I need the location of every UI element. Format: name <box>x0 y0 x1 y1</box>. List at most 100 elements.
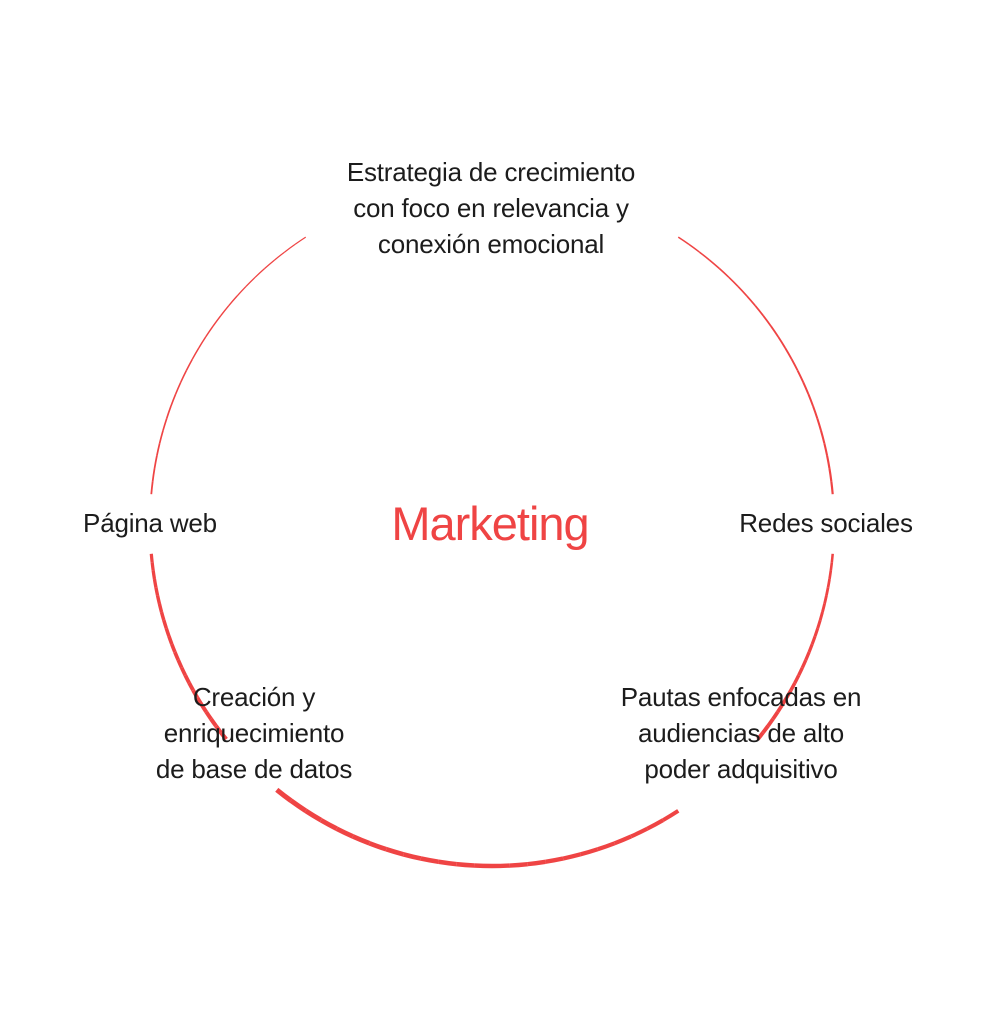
arc-bottom-left <box>151 554 152 562</box>
arc-right-bottom <box>825 596 827 604</box>
arc-left-top <box>160 431 163 444</box>
arc-left-top <box>213 316 221 326</box>
arc-top-right <box>798 371 804 383</box>
arc-bottom-left <box>172 644 175 652</box>
arc-top-right <box>763 316 771 326</box>
arc-bottom <box>581 849 598 854</box>
arc-right-bottom <box>826 587 828 595</box>
arc-right-bottom <box>812 636 815 644</box>
arc-bottom <box>647 820 663 829</box>
arc-bottom <box>306 811 321 820</box>
arc-left-top <box>163 418 167 430</box>
arc-right-bottom <box>806 652 809 660</box>
arc-top-right <box>785 348 791 359</box>
arc-right-bottom <box>815 628 818 636</box>
arc-top-right <box>755 306 763 316</box>
arc-bottom <box>353 836 370 843</box>
arc-left-top <box>157 443 160 456</box>
arc-top-right <box>747 296 755 306</box>
arc-top-right <box>729 277 738 286</box>
arc-bottom <box>421 859 439 862</box>
arc-bottom <box>663 811 678 820</box>
arc-right-bottom <box>809 644 812 652</box>
arc-bottom-left <box>169 636 172 644</box>
arc-left-top <box>176 382 181 394</box>
node-social-media: Redes sociales <box>711 505 941 541</box>
arc-left-top <box>221 306 229 316</box>
arc-bottom-left <box>153 571 154 579</box>
arc-bottom <box>321 820 337 829</box>
arc-left-top <box>206 326 213 337</box>
arc-bottom-left <box>175 652 178 660</box>
arc-bottom <box>528 862 546 864</box>
arc-bottom <box>631 829 647 837</box>
arc-top-right <box>827 456 829 469</box>
arc-right-bottom <box>831 562 832 570</box>
arc-right-bottom <box>802 660 805 668</box>
arc-left-top <box>151 481 152 494</box>
arc-left-top <box>246 277 255 286</box>
arc-bottom-left <box>156 587 158 595</box>
arc-bottom <box>386 849 403 854</box>
arc-bottom <box>563 854 580 858</box>
arc-bottom-left <box>158 596 160 604</box>
arc-bottom <box>598 843 615 849</box>
arc-bottom-left <box>154 579 155 587</box>
arc-bottom-left <box>162 612 164 620</box>
arc-top-right <box>831 481 832 494</box>
node-website: Página web <box>40 505 260 541</box>
arc-top-right <box>792 359 798 370</box>
arc-right-bottom <box>822 604 824 612</box>
arc-right-bottom <box>818 620 820 628</box>
node-paid-ads: Pautas enfocadas en audiencias de alto p… <box>571 679 911 787</box>
arc-top-right <box>719 269 729 278</box>
arc-bottom-left <box>178 660 181 668</box>
arc-top-right <box>738 286 747 295</box>
arc-bottom <box>510 864 528 865</box>
arc-left-top <box>171 394 176 406</box>
arc-top-right <box>813 406 817 418</box>
arc-top-right <box>803 382 808 394</box>
arc-left-top <box>237 286 246 295</box>
arc-top-right <box>778 337 785 348</box>
arc-right-bottom <box>828 579 829 587</box>
arc-top-right <box>824 443 827 456</box>
arc-left-top <box>265 260 275 268</box>
arc-bottom <box>291 801 306 811</box>
arc-bottom <box>615 836 632 843</box>
arc-left-top <box>186 359 192 370</box>
arc-top-right <box>808 394 813 406</box>
arc-left-top <box>153 469 155 482</box>
arc-bottom-left <box>164 620 166 628</box>
arc-top-right <box>771 326 778 337</box>
arc-bottom-left <box>152 562 153 570</box>
center-title: Marketing <box>290 492 690 556</box>
arc-top-right <box>821 431 824 444</box>
arc-left-top <box>192 348 198 359</box>
arc-right-bottom <box>799 668 803 676</box>
arc-top-right <box>699 252 709 260</box>
arc-bottom <box>337 829 353 837</box>
arc-left-top <box>155 456 157 469</box>
arc-bottom-left <box>182 668 186 676</box>
arc-bottom <box>277 790 291 801</box>
arc-left-top <box>167 406 171 418</box>
arc-bottom <box>546 859 564 862</box>
arc-right-bottom <box>830 571 831 579</box>
arc-bottom-left <box>159 604 161 612</box>
arc-top-right <box>710 260 720 268</box>
arc-left-top <box>199 337 206 348</box>
arc-left-top <box>255 269 265 278</box>
arc-bottom <box>439 862 457 864</box>
arc-bottom-left <box>166 628 169 636</box>
arc-top-right <box>829 469 831 482</box>
arc-left-top <box>274 252 284 260</box>
node-database: Creación y enriquecimiento de base de da… <box>104 679 404 787</box>
arc-top-right <box>817 418 821 430</box>
arc-left-top <box>229 296 237 306</box>
arc-bottom <box>369 843 386 849</box>
arc-right-bottom <box>820 612 822 620</box>
node-strategy: Estrategia de crecimiento con foco en re… <box>291 154 691 262</box>
arc-bottom <box>403 854 420 858</box>
